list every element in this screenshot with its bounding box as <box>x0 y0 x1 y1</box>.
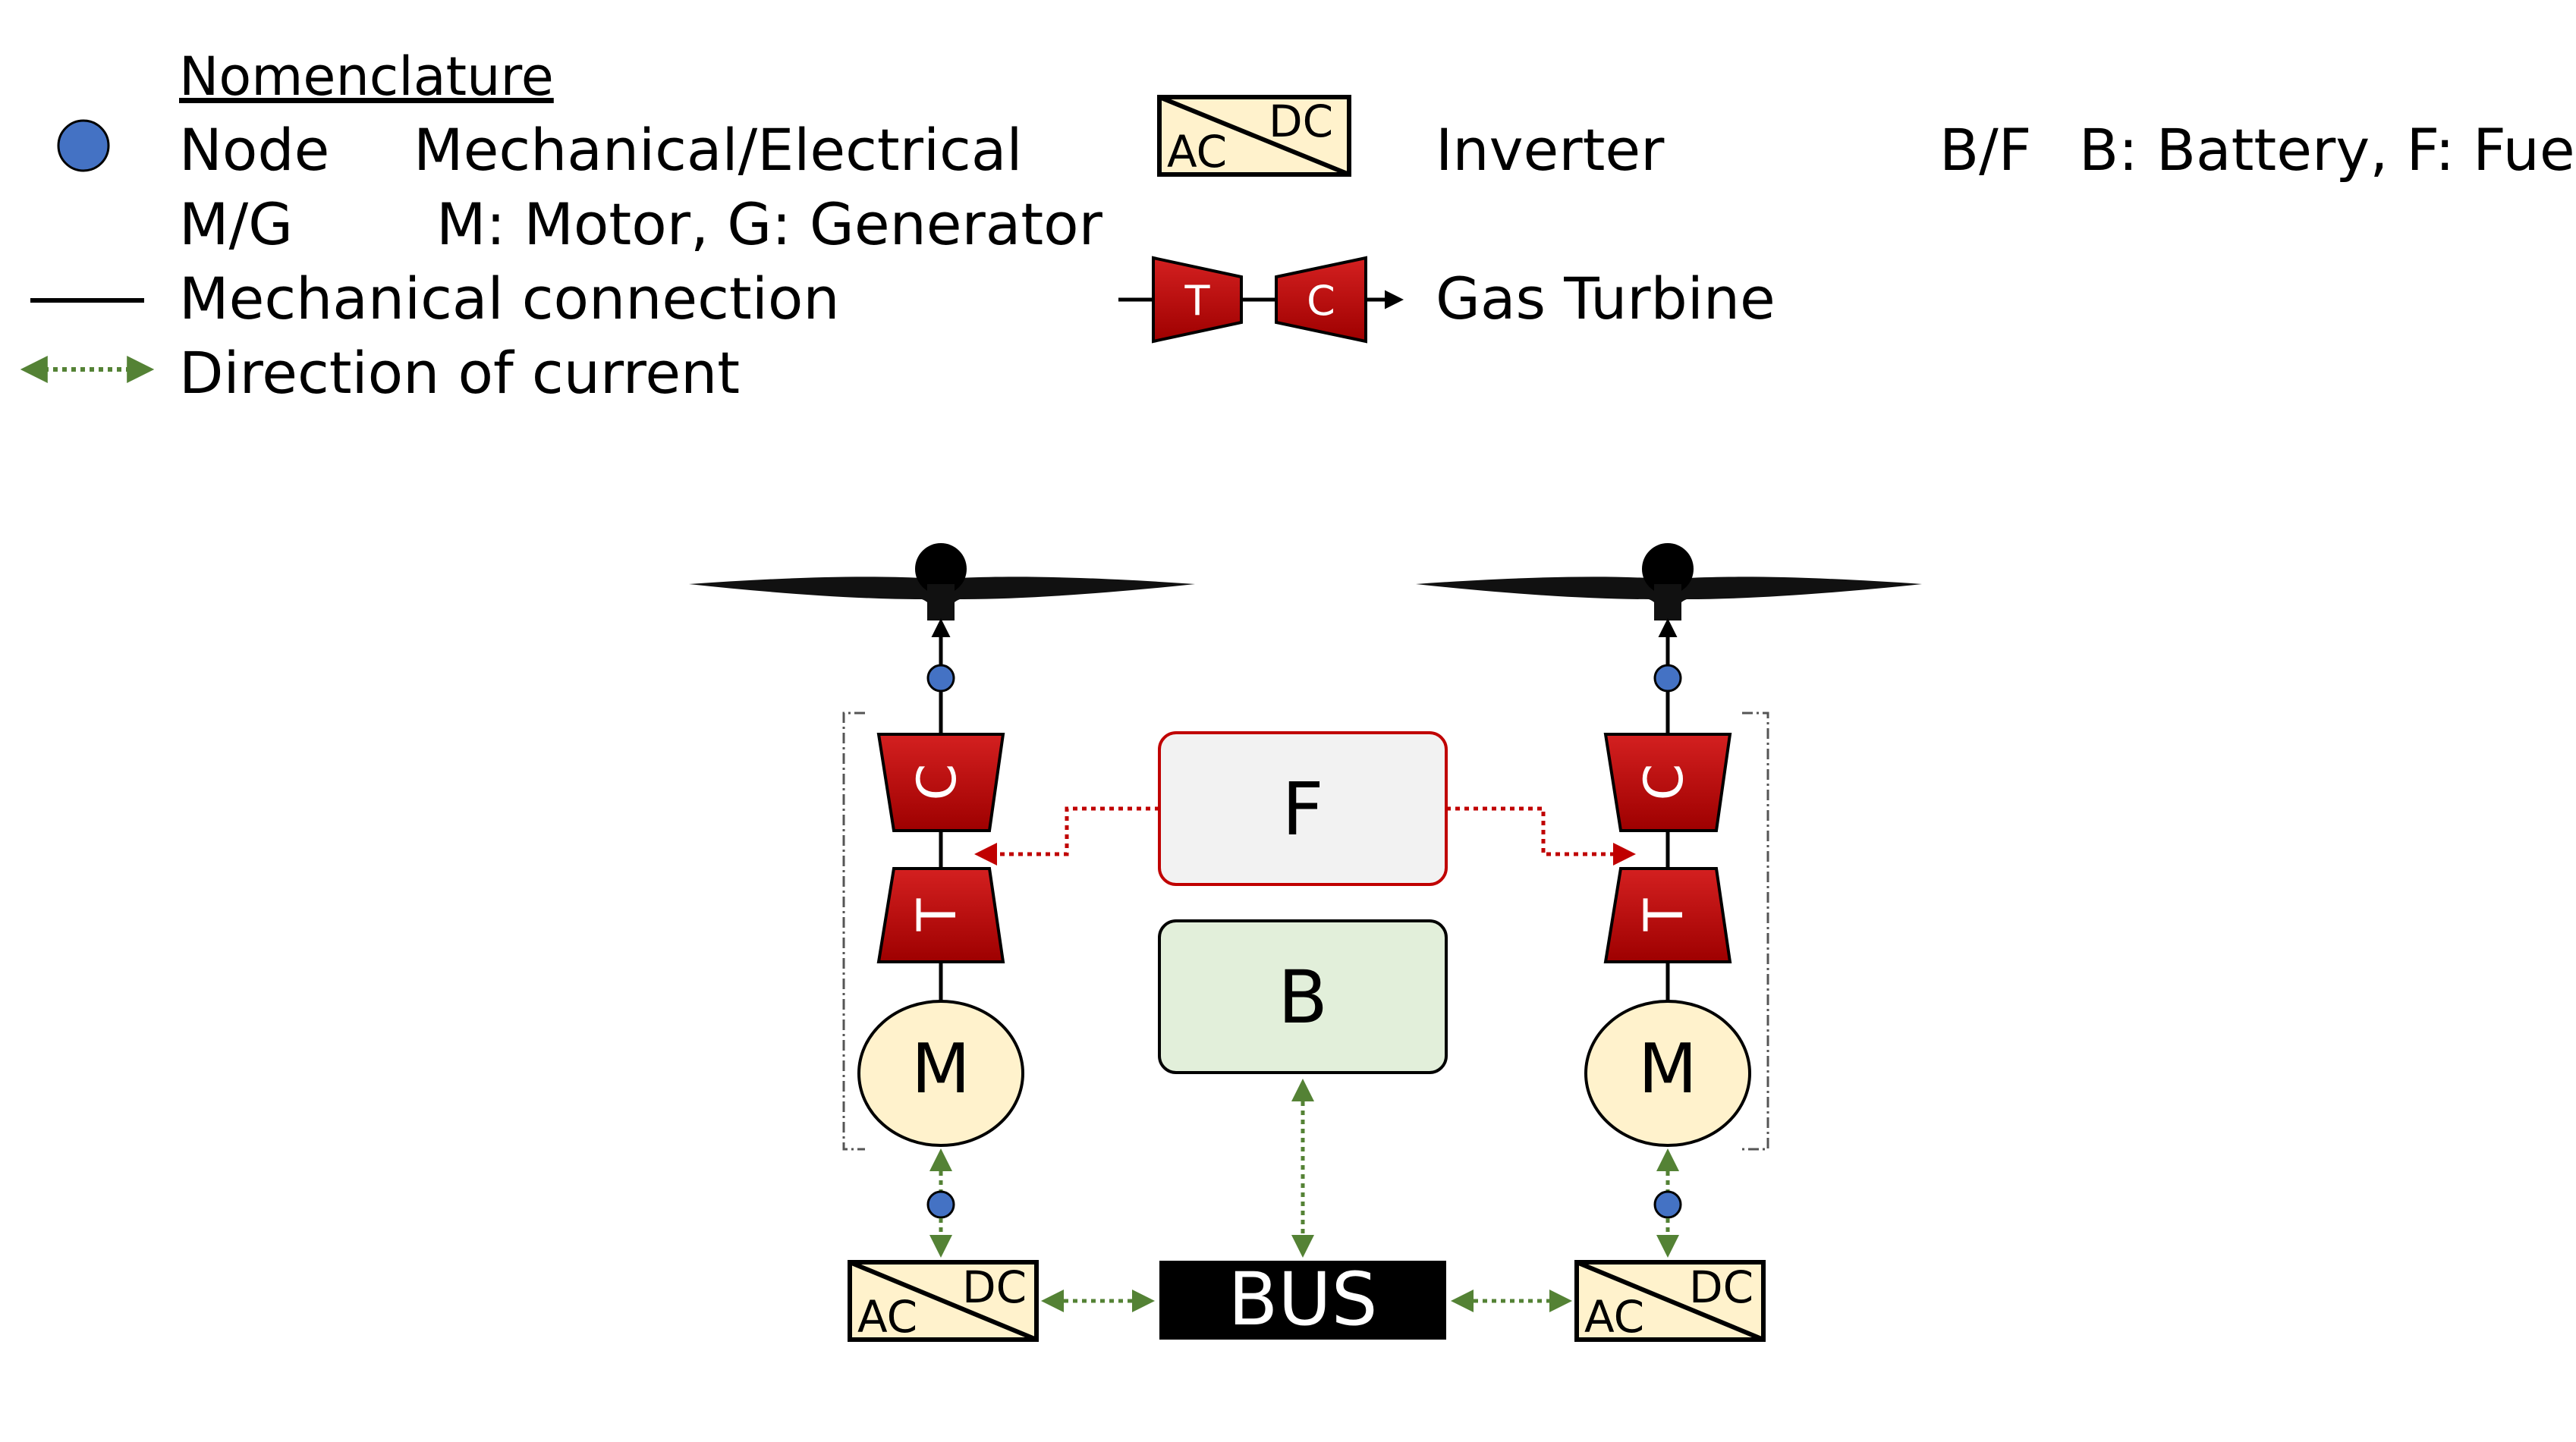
legend-gas-turbine: Gas Turbine <box>1436 265 1776 332</box>
legend-direction-of-current: Direction of current <box>179 339 741 407</box>
legend-inverter-icon: AC DC <box>1157 95 1351 178</box>
left-compressor: C <box>876 733 1005 832</box>
fuel-feed-left-arrow <box>974 806 1159 866</box>
bus-label: BUS <box>1228 1257 1377 1342</box>
legend-node-symbol: Node <box>179 116 330 184</box>
legend-inverter-ac: AC <box>1167 126 1227 178</box>
legend-mg-symbol: M/G <box>179 190 294 258</box>
left-motor-label: M <box>911 1029 970 1109</box>
left-turbine-label: T <box>906 898 968 931</box>
left-inverter-dc: DC <box>962 1261 1027 1313</box>
right-inverter: AC DC <box>1574 1260 1766 1343</box>
right-compressor: C <box>1603 733 1732 832</box>
right-inverter-dc: DC <box>1689 1261 1754 1313</box>
battery-label: B <box>1278 955 1328 1040</box>
legend-turbine-t: T <box>1184 277 1211 325</box>
left-motor: M <box>857 1000 1024 1147</box>
legend-compressor-c: C <box>1307 277 1335 325</box>
right-motor-label: M <box>1638 1029 1697 1109</box>
legend-gas-turbine-icon: T C <box>1118 256 1404 344</box>
legend-inverter: Inverter <box>1436 116 1665 184</box>
right-motor: M <box>1584 1000 1751 1147</box>
left-compressor-label: C <box>906 764 968 801</box>
fuel-label: F <box>1282 767 1323 852</box>
legend-title: Nomenclature <box>179 46 554 108</box>
legend-bf-symbol: B/F <box>1939 116 2032 184</box>
bus-box: BUS <box>1159 1257 1446 1342</box>
left-propeller-icon <box>689 543 1195 620</box>
right-node-bottom <box>1653 1190 1682 1219</box>
right-group-bracket <box>1742 712 1769 1151</box>
legend-node-meaning: Mechanical/Electrical <box>414 116 1023 184</box>
right-node-top <box>1653 664 1682 693</box>
fuel-box: F <box>1158 731 1448 886</box>
legend-node-icon <box>57 119 110 172</box>
left-group-bracket <box>842 712 865 1151</box>
left-inverter-ac: AC <box>857 1291 917 1343</box>
left-node-top <box>926 664 955 693</box>
left-turbine: T <box>876 867 1005 963</box>
left-node-bottom <box>926 1190 955 1219</box>
legend-mechanical-connection: Mechanical connection <box>179 265 840 332</box>
right-propeller-icon <box>1416 543 1922 620</box>
legend-inverter-dc: DC <box>1269 96 1333 147</box>
legend-mg-meaning: M: Motor, G: Generator <box>436 190 1102 258</box>
right-turbine: T <box>1603 867 1732 963</box>
right-inverter-ac: AC <box>1584 1291 1644 1343</box>
right-turbine-label: T <box>1633 898 1695 931</box>
battery-box: B <box>1158 919 1448 1074</box>
left-inverter: AC DC <box>848 1260 1039 1343</box>
right-compressor-label: C <box>1633 764 1695 801</box>
legend-bf-meaning: B: Battery, F: Fuel <box>2079 116 2576 184</box>
fuel-feed-right-arrow <box>1446 806 1636 866</box>
